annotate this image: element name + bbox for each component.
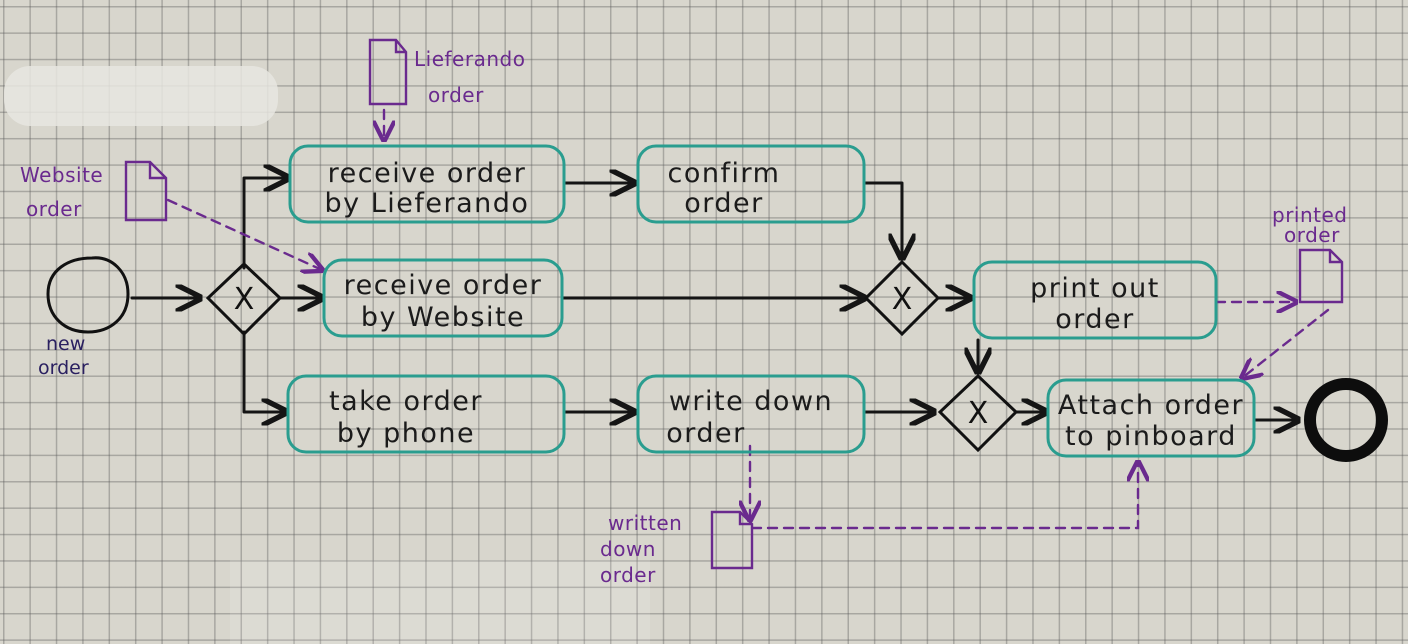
erased-patch: [4, 66, 278, 126]
assoc-printed-to-attach: [1242, 308, 1330, 378]
data-object-website-order[interactable]: Website order: [20, 160, 168, 222]
task-take-order-by-phone-line2: by phone: [337, 418, 475, 449]
task-receive-lieferando-line1: receive order: [328, 158, 527, 189]
data-website-line2: order: [26, 197, 82, 221]
data-printed-line2: order: [1284, 223, 1340, 247]
paper-fold: [230, 560, 650, 644]
task-print-out-order-line2: order: [1055, 304, 1135, 335]
data-printed-line1: printed: [1272, 203, 1348, 227]
data-written-line2: down: [600, 537, 656, 561]
task-receive-website-line1: receive order: [344, 270, 543, 301]
task-confirm-order[interactable]: confirm order: [636, 144, 866, 224]
gateway-split-marker: X: [234, 282, 255, 317]
assoc-written-to-attach: [750, 462, 1138, 530]
task-attach-order-line1: Attach order: [1058, 390, 1244, 421]
task-attach-order-line2: to pinboard: [1065, 421, 1237, 452]
start-event-label-2: order: [38, 357, 89, 379]
task-print-out-order[interactable]: print out order: [972, 260, 1218, 340]
flow-split-to-lieferando: [242, 178, 288, 270]
data-object-printed-order[interactable]: printed order: [1272, 203, 1348, 304]
task-receive-website[interactable]: receive order by Website: [322, 258, 564, 338]
task-write-down-order[interactable]: write down order: [636, 374, 866, 454]
gateway-merge-bottom[interactable]: X: [937, 373, 1019, 453]
task-receive-website-line2: by Website: [361, 302, 525, 333]
start-event[interactable]: [46, 256, 130, 334]
task-receive-lieferando[interactable]: receive order by Lieferando: [288, 144, 566, 224]
data-lieferando-line1: Lieferando: [414, 47, 525, 71]
task-write-down-order-line2: order: [666, 418, 746, 449]
start-event-label-1: new: [46, 333, 85, 355]
assoc-website-order: [166, 198, 322, 270]
task-take-order-by-phone-line1: take order: [329, 386, 483, 417]
gateway-merge-bottom-marker: X: [968, 396, 989, 431]
gateway-split[interactable]: X: [205, 261, 283, 337]
task-print-out-order-line1: print out: [1030, 273, 1160, 304]
task-receive-lieferando-line2: by Lieferando: [325, 188, 530, 219]
data-written-line1: written: [608, 511, 682, 535]
data-website-line1: Website: [20, 163, 103, 187]
data-lieferando-line2: order: [428, 83, 484, 107]
data-written-line3: order: [600, 563, 656, 587]
task-take-order-by-phone[interactable]: take order by phone: [286, 374, 566, 454]
task-attach-order[interactable]: Attach order to pinboard: [1046, 378, 1256, 458]
flow-confirm-to-merge: [862, 181, 902, 258]
gateway-merge-top[interactable]: X: [863, 259, 941, 337]
end-event[interactable]: [1304, 378, 1388, 462]
gateway-merge-top-marker: X: [892, 282, 913, 317]
data-object-lieferando-order[interactable]: Lieferando order: [368, 38, 525, 107]
task-confirm-order-line2: order: [684, 188, 764, 219]
data-object-written-down-order[interactable]: written down order: [600, 510, 754, 587]
task-confirm-order-line1: confirm: [668, 158, 781, 189]
task-write-down-order-line1: write down: [669, 386, 833, 417]
flow-split-to-phone: [242, 330, 286, 412]
